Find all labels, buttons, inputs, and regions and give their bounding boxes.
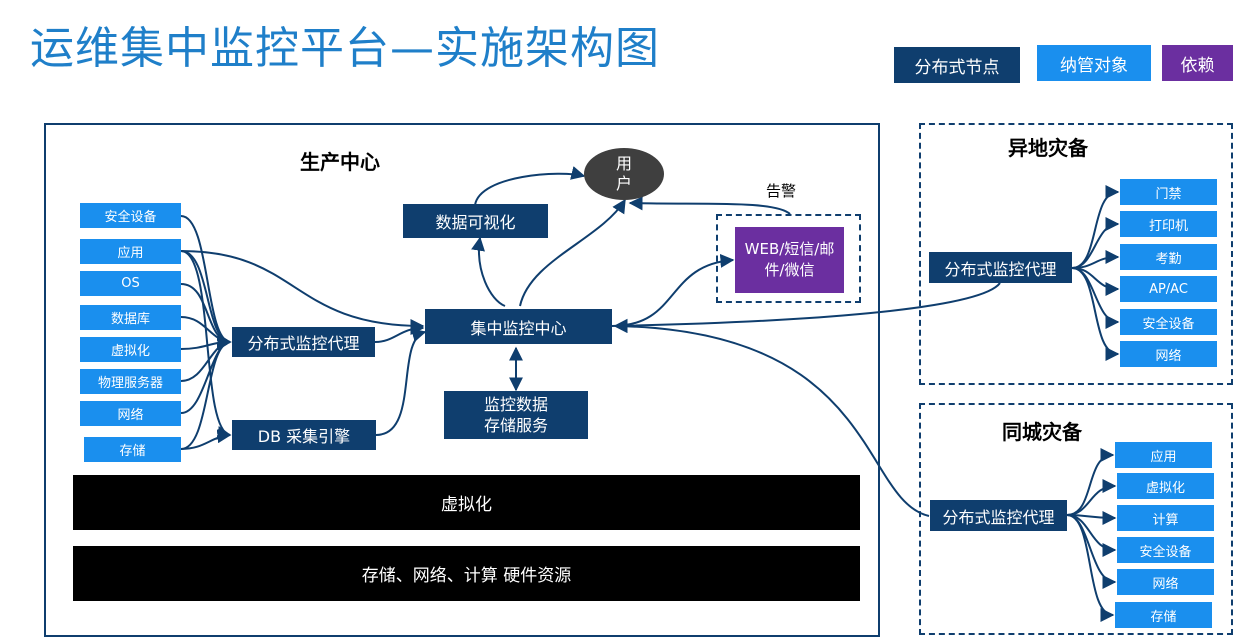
monitoring-storage-service: 监控数据存储服务 <box>444 391 588 439</box>
legend-distributed-node: 分布式节点 <box>894 47 1020 83</box>
source-database: 数据库 <box>80 305 181 330</box>
virtualization-layer: 虚拟化 <box>73 475 860 530</box>
source-storage: 存储 <box>84 437 181 462</box>
source-virtualization: 虚拟化 <box>80 337 181 362</box>
local-item-application: 应用 <box>1115 442 1212 468</box>
remote-item-printer: 打印机 <box>1120 211 1217 237</box>
local-item-virtualization: 虚拟化 <box>1117 473 1214 499</box>
local-item-network: 网络 <box>1117 569 1214 595</box>
local-item-compute: 计算 <box>1117 505 1214 531</box>
db-collection-engine: DB 采集引擎 <box>232 420 376 450</box>
legend-managed-object: 纳管对象 <box>1037 45 1151 81</box>
local-dr-label: 同城灾备 <box>1002 420 1082 444</box>
local-item-storage: 存储 <box>1115 602 1212 628</box>
local-item-security-device: 安全设备 <box>1117 537 1214 563</box>
remote-item-attendance: 考勤 <box>1120 244 1217 270</box>
hardware-resources-layer: 存储、网络、计算 硬件资源 <box>73 546 860 601</box>
remote-dr-label: 异地灾备 <box>1008 136 1088 160</box>
production-center-region <box>44 123 880 637</box>
alert-group <box>716 214 861 303</box>
user-label: 用户 <box>615 154 632 193</box>
production-monitoring-agent: 分布式监控代理 <box>232 327 375 357</box>
user-node: 用户 <box>584 148 664 200</box>
remote-item-access-control: 门禁 <box>1120 179 1217 205</box>
remote-item-ap-ac: AP/AC <box>1120 276 1217 302</box>
source-network: 网络 <box>80 401 181 426</box>
remote-dr-agent: 分布式监控代理 <box>929 252 1072 283</box>
page-title: 运维集中监控平台—实施架构图 <box>30 23 660 74</box>
source-security-device: 安全设备 <box>80 203 181 228</box>
local-dr-agent: 分布式监控代理 <box>930 500 1067 531</box>
data-visualization: 数据可视化 <box>403 204 548 238</box>
central-monitoring-center: 集中监控中心 <box>425 309 612 344</box>
remote-item-security-device: 安全设备 <box>1120 309 1217 335</box>
source-physical-server: 物理服务器 <box>80 369 181 394</box>
alert-channels: WEB/短信/邮件/微信 <box>735 227 844 293</box>
source-os: OS <box>80 271 181 296</box>
remote-item-network: 网络 <box>1120 341 1217 367</box>
source-application: 应用 <box>80 239 181 264</box>
remote-dr-region <box>919 123 1233 385</box>
legend-dependency: 依赖 <box>1162 45 1233 81</box>
production-center-label: 生产中心 <box>300 150 380 174</box>
local-dr-region <box>919 403 1233 635</box>
alert-label: 告警 <box>766 182 797 200</box>
